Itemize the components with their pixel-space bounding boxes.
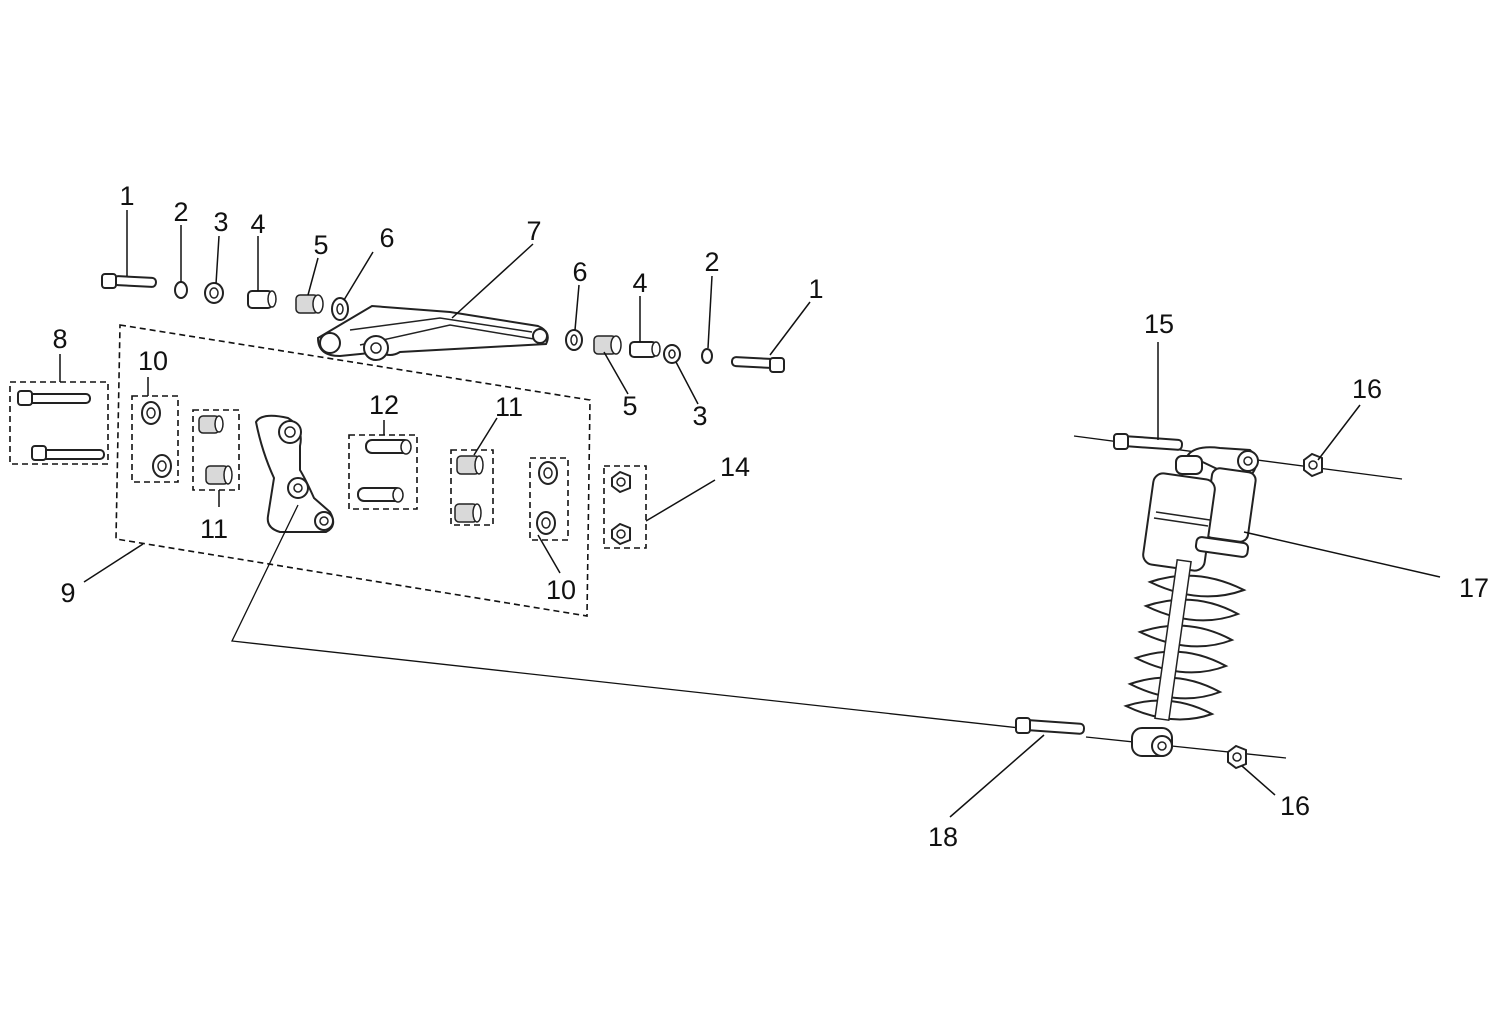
callout-11-right: 11 [495, 392, 523, 422]
callout-7: 7 [526, 216, 541, 246]
washer-pair-part-10-left [141, 401, 172, 478]
nut-part-16-top [1303, 452, 1323, 478]
callout-4-left: 4 [250, 209, 265, 239]
rocker-arm-part-7 [316, 304, 549, 361]
bearing-pair-part-11-right [454, 455, 484, 523]
bolt-pair-part-8 [17, 390, 105, 461]
spacer-part-4-right [629, 341, 661, 358]
callout-6-left: 6 [379, 223, 394, 253]
bolt-part-1-right [730, 356, 785, 373]
spacer-part-4-left [247, 290, 277, 309]
washer-part-2-left [174, 281, 188, 299]
callout-2-left: 2 [173, 197, 188, 227]
callout-6-right: 6 [572, 257, 587, 287]
link-plate-part [254, 414, 335, 533]
leader-part-18 [949, 734, 1045, 818]
axis-line-bottom [1085, 736, 1287, 759]
callout-16-top: 16 [1352, 374, 1382, 404]
kit-box-part-9 [115, 324, 591, 617]
bearing-part-5-left [295, 294, 324, 314]
kit-box-part-11-left [192, 409, 240, 491]
callout-12: 12 [369, 390, 399, 420]
washer-part-6-right [565, 329, 583, 351]
leader-part-10-right [537, 534, 561, 574]
callout-10-left: 10 [138, 346, 168, 376]
callout-17: 17 [1459, 573, 1489, 603]
callout-1-left: 1 [119, 181, 134, 211]
callout-1-right: 1 [808, 274, 823, 304]
callout-5-left: 5 [313, 230, 328, 260]
bearing-pair-part-11-left [198, 415, 233, 485]
callout-9: 9 [60, 578, 75, 608]
callout-10-right: 10 [546, 575, 576, 605]
callout-4-right: 4 [632, 268, 647, 298]
washer-part-3-left [204, 282, 224, 304]
washer-part-2-right [701, 348, 713, 364]
nut-part-16-bottom [1227, 744, 1247, 770]
callout-3-right: 3 [692, 401, 707, 431]
leader-part-16-bottom [1241, 765, 1276, 796]
callout-16-bottom: 16 [1280, 791, 1310, 821]
bearing-part-5-right [593, 335, 622, 355]
kit-box-part-10-left [131, 395, 179, 483]
callout-14: 14 [720, 452, 750, 482]
kit-box-part-11-right [450, 449, 494, 526]
bolt-part-15 [1113, 433, 1184, 451]
leader-part-16-top [1317, 404, 1361, 461]
callout-8: 8 [52, 324, 67, 354]
leader-part-14 [645, 479, 716, 522]
washer-part-6-left [331, 297, 349, 321]
kit-box-part-14 [603, 465, 647, 549]
leader-part-9 [83, 543, 144, 583]
bolt-part-1-left [101, 273, 157, 289]
callout-3-left: 3 [213, 207, 228, 237]
callout-11-left: 11 [200, 514, 228, 544]
shock-absorber-part-17 [1123, 446, 1259, 757]
callout-2-right: 2 [704, 247, 719, 277]
assembly-line-plate-to-18 [231, 504, 1021, 729]
washer-pair-part-10-right [536, 461, 558, 535]
washer-part-3-right [663, 344, 681, 364]
bolt-part-18 [1015, 717, 1086, 735]
leader-lines-top [126, 210, 811, 405]
kit-box-part-12 [348, 434, 418, 510]
pin-pair-part-12 [357, 439, 412, 503]
leader-part-17 [1243, 531, 1441, 578]
nut-pair-part-14 [611, 470, 631, 546]
leader-part-11-right [473, 417, 498, 456]
callout-18: 18 [928, 822, 958, 852]
callout-5-right: 5 [622, 391, 637, 421]
callout-15: 15 [1144, 309, 1174, 339]
